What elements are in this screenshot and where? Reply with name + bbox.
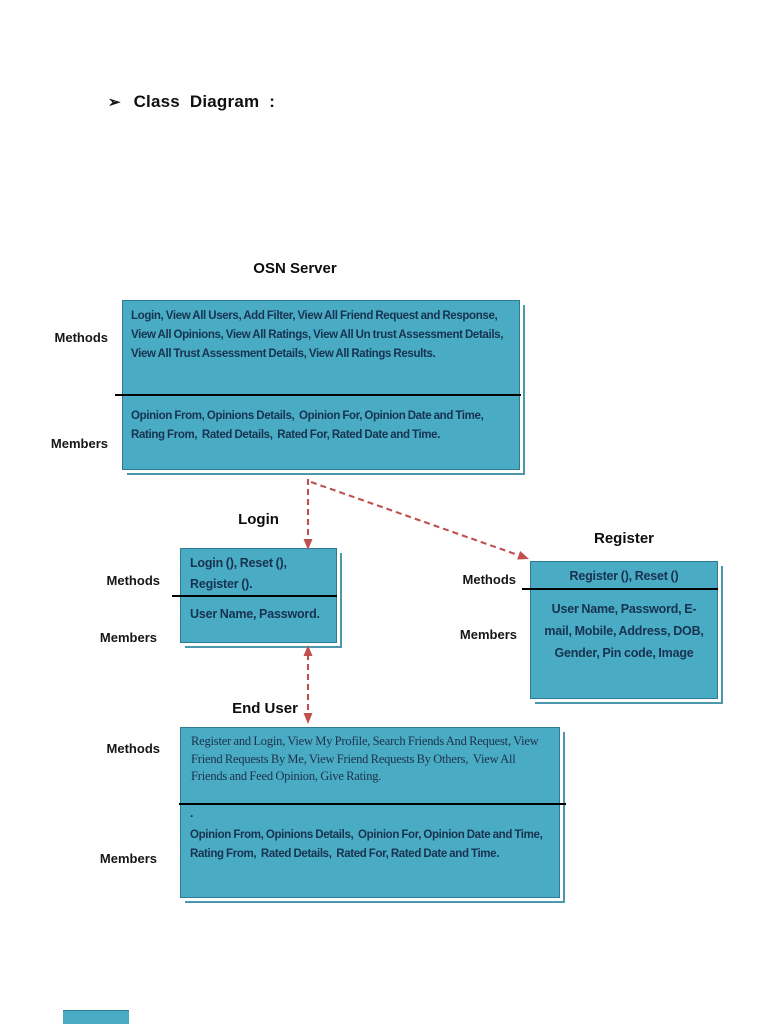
methods-label-register: Methods [462,572,516,587]
osn-server-methods-text: Login, View All Users, Add Filter, View … [131,310,506,360]
class-box-register: Register (), Reset () User Name, Passwor… [530,561,718,699]
heading-text: Class Diagram : [133,92,276,111]
class-title-osn-server: OSN Server [253,260,337,277]
divider-end-user [179,803,566,805]
class-box-end-user: Register and Login, View My Profile, Sea… [180,727,560,898]
arrowhead-osn-to-register [517,551,529,560]
members-label-end-user: Members [99,851,157,866]
members-label-register: Members [459,627,517,642]
osn-server-members-text: Opinion From, Opinions Details, Opinion … [131,410,486,441]
login-methods-text: Login (), Reset (), Register (). [190,556,290,591]
methods-label-end-user: Methods [106,741,160,756]
end-user-members-prefix: . [190,806,193,820]
class-title-end-user: End User [232,700,298,717]
arrow-osn-to-register [310,481,519,556]
class-box-osn-server: Login, View All Users, Add Filter, View … [122,300,520,470]
partial-box-fragment [63,1010,129,1024]
divider-osn-server [115,394,521,396]
divider-register [522,588,718,590]
end-user-methods-text: Register and Login, View My Profile, Sea… [191,734,542,783]
register-methods-text: Register (), Reset () [569,569,679,583]
methods-label-login: Methods [106,573,160,588]
arrow-bullet-icon: ➢ [108,94,121,111]
members-label-login: Members [99,630,157,645]
class-title-register: Register [593,530,655,547]
methods-label-osn: Methods [54,330,108,345]
login-members-text: User Name, Password. [190,607,320,621]
members-label-osn: Members [50,436,108,451]
section-heading: ➢ Class Diagram : [108,92,275,112]
arrowhead-to-login [303,645,313,656]
divider-login [172,595,337,597]
end-user-members-text: Opinion From, Opinions Details, Opinion … [190,829,545,860]
class-title-login: Login [238,511,279,528]
register-members-text: User Name, Password, E-mail, Mobile, Add… [544,602,707,660]
